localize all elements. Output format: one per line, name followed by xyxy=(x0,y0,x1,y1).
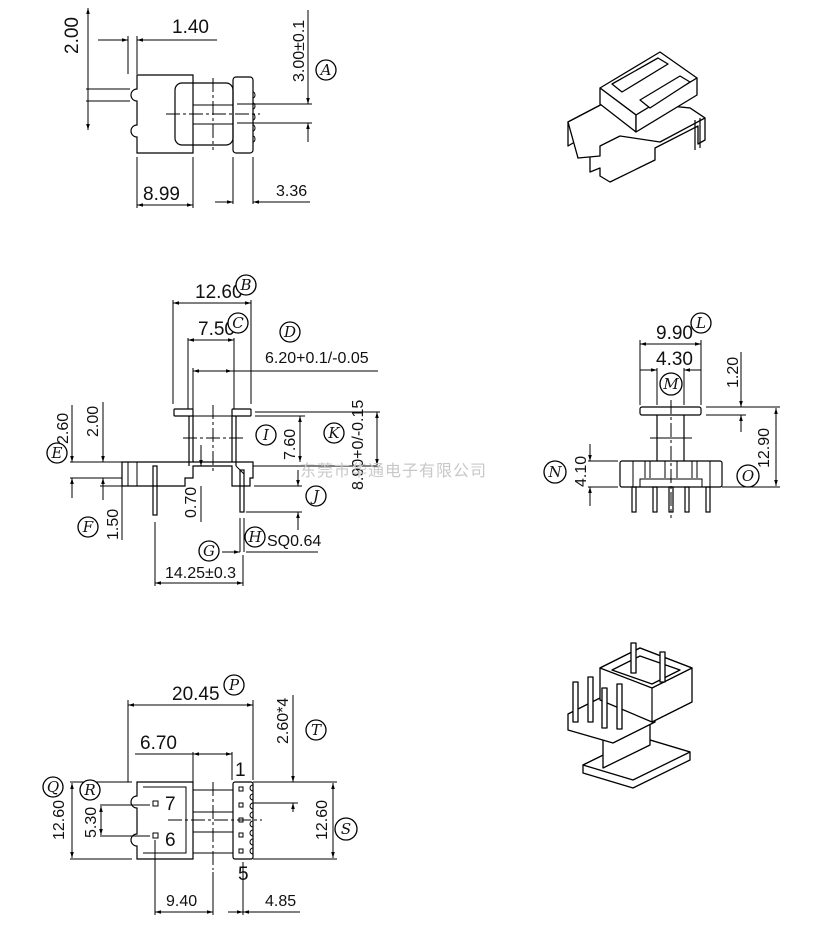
dim-20-45: 20.45 xyxy=(172,684,220,705)
svg-text:K: K xyxy=(327,424,340,442)
callout-o: O xyxy=(736,464,760,488)
svg-text:C: C xyxy=(232,314,244,332)
dim-sq0-64: SQ0.64 xyxy=(267,533,321,550)
svg-text:T: T xyxy=(311,721,322,739)
svg-text:O: O xyxy=(742,467,754,485)
svg-text:S: S xyxy=(341,820,351,838)
svg-text:F: F xyxy=(82,518,94,536)
svg-text:R: R xyxy=(83,781,95,799)
callout-b: B xyxy=(235,274,257,296)
callout-t: T xyxy=(305,719,327,741)
svg-text:G: G xyxy=(203,542,215,560)
isometric-view-top xyxy=(567,51,706,183)
dim-12-60: 12.60 xyxy=(195,282,243,303)
bottom-view-outline: 7 6 xyxy=(130,781,262,870)
dim-4-30: 4.30 xyxy=(656,349,693,370)
svg-text:N: N xyxy=(547,463,562,481)
dim-1-50: 1.50 xyxy=(105,509,122,540)
dim-6-70: 6.70 xyxy=(140,733,177,754)
top-view-outline xyxy=(130,74,260,154)
front-view: 12.60 B 7.50 C 6.20+0.1/-0.05 D 2.60 E 2… xyxy=(46,274,487,586)
svg-text:Q: Q xyxy=(47,778,59,796)
dim-9-90: 9.90 xyxy=(656,323,693,344)
callout-j: J xyxy=(305,485,327,507)
callout-e: E xyxy=(46,442,68,464)
isometric-view-bottom xyxy=(567,642,693,789)
callout-n: N xyxy=(543,460,567,484)
svg-text:J: J xyxy=(310,487,320,505)
svg-text:M: M xyxy=(662,375,679,393)
callout-h: H xyxy=(244,526,266,548)
callout-r: R xyxy=(79,779,101,801)
callout-i: I xyxy=(255,424,277,446)
callout-a: A xyxy=(315,59,337,81)
pin-6-label: 6 xyxy=(165,830,176,851)
dim-1-20: 1.20 xyxy=(725,357,742,388)
dim-8-99: 8.99 xyxy=(143,184,180,205)
dim-7-60: 7.60 xyxy=(282,429,299,460)
callout-d: D xyxy=(279,321,301,343)
svg-text:B: B xyxy=(239,276,251,294)
side-view: 9.90 L 4.30 M 1.20 12.90 O 4.10 N xyxy=(543,312,780,518)
side-view-outline xyxy=(619,400,723,518)
callout-q: Q xyxy=(42,776,64,798)
dim-14-25: 14.25±0.3 xyxy=(165,565,236,582)
svg-text:E: E xyxy=(51,444,63,462)
callout-m: M xyxy=(659,372,683,396)
svg-text:D: D xyxy=(283,323,296,341)
pin-7-label: 7 xyxy=(165,794,176,815)
svg-text:L: L xyxy=(695,314,706,332)
dim-2-60x4: 2.60*4 xyxy=(275,698,292,744)
bottom-view: 7 6 1 5 20.45 P 6.70 2.60*4 T 12.60 Q xyxy=(42,674,358,915)
dim-5-30: 5.30 xyxy=(83,807,100,838)
front-view-outline xyxy=(121,405,254,516)
dim-4-85: 4.85 xyxy=(265,893,296,910)
dim-2-60: 2.60 xyxy=(55,413,72,444)
svg-text:H: H xyxy=(247,528,262,546)
dim-12-60-left: 12.60 xyxy=(51,800,68,840)
top-view: 2.00 1.40 3.00±0.1 A 8.99 3.36 xyxy=(62,7,337,208)
dim-2-00-front: 2.00 xyxy=(85,406,102,437)
callout-p: P xyxy=(223,674,245,696)
dim-12-90: 12.90 xyxy=(756,428,773,468)
callout-s: S xyxy=(334,817,358,841)
callout-k: K xyxy=(323,422,345,444)
dim-0-70: 0.70 xyxy=(183,487,200,518)
dim-3-36: 3.36 xyxy=(276,183,307,200)
dim-4-10: 4.10 xyxy=(573,456,590,487)
dim-3-00: 3.00±0.1 xyxy=(291,20,308,82)
svg-text:P: P xyxy=(228,676,240,694)
dim-7-50: 7.50 xyxy=(198,319,235,340)
svg-text:I: I xyxy=(262,426,270,444)
dim-9-40: 9.40 xyxy=(166,893,197,910)
dim-12-60-right: 12.60 xyxy=(314,800,331,840)
watermark: 东莞市华通电子有限公司 xyxy=(300,461,487,480)
dim-2-00: 2.00 xyxy=(62,17,83,54)
callout-f: CF xyxy=(77,516,99,538)
pin-1-label: 1 xyxy=(235,760,246,781)
dim-6-20: 6.20+0.1/-0.05 xyxy=(265,350,369,367)
callout-c: C xyxy=(227,312,249,334)
callout-g: G xyxy=(198,540,220,562)
callout-l: L xyxy=(690,312,712,334)
svg-text:A: A xyxy=(319,61,332,79)
dim-8-90: 8.90+0/-0.15 xyxy=(350,400,367,490)
dim-1-40: 1.40 xyxy=(172,17,209,38)
